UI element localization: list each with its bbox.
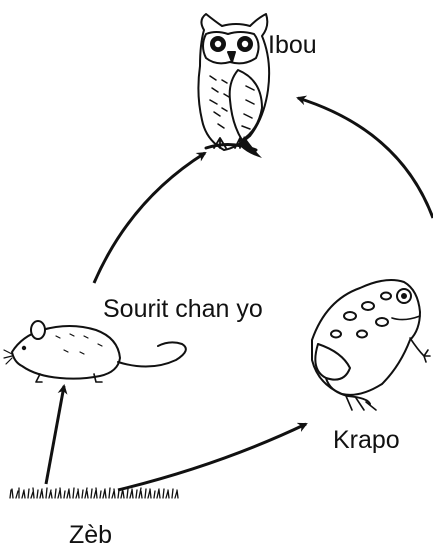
field-mouse-icon [3, 320, 187, 383]
node-label-frog: Krapo [333, 426, 400, 454]
node-label-owl: Ibou [268, 31, 317, 59]
grass-icon [9, 487, 179, 499]
arrow-frog-to-owl [296, 95, 433, 219]
arrow-grass-to-frog [117, 422, 308, 492]
arrow-grass-to-mouse [44, 384, 68, 485]
node-label-grass: Zèb [69, 521, 113, 549]
arrow-mouse-to-owl [92, 151, 207, 284]
frog-icon [311, 279, 431, 411]
owl-icon [197, 13, 271, 158]
node-label-mouse: Sourit chan yo [103, 295, 263, 323]
